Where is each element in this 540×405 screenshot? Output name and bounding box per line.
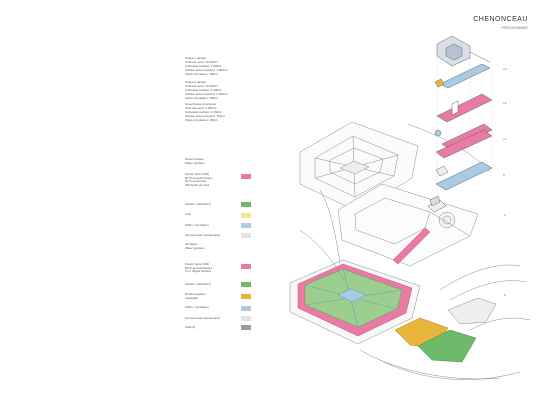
legend-swatch xyxy=(241,316,251,321)
legend-label: Services and maintenance xyxy=(185,316,221,320)
phase-notes-3: Greenhouse & terraces Total site area: 4… xyxy=(185,102,225,122)
legend-label: Fruit xyxy=(185,212,191,216)
phase-notes-1: Phase 1 garden Total site area: 12 000m²… xyxy=(185,56,228,76)
building-level-2 xyxy=(434,63,491,89)
level-label: +9 xyxy=(503,67,507,71)
level-label: +3 xyxy=(503,137,507,141)
legend-swatch xyxy=(241,294,251,299)
legend-heading: Orchards Water gardens xyxy=(185,242,205,250)
service-block xyxy=(447,297,497,325)
legend-label: Garden maintained xyxy=(185,202,211,206)
legend-label: Flower beds (300) 50 % annual flowers 2 … xyxy=(185,262,213,274)
project-subtitle: PROGRAMME xyxy=(501,25,528,30)
legend-label: Rooftop garden vegetable xyxy=(185,292,206,300)
orchard-plot xyxy=(417,329,477,363)
level-label: +6 xyxy=(503,101,507,105)
level-label: 0 xyxy=(503,173,505,177)
building-level-6 xyxy=(435,161,493,191)
legend-label: Paths / circulation xyxy=(185,223,209,227)
legend-label: Flower beds (300) 50 % annual flowers 50… xyxy=(185,172,213,187)
legend-label: Garden maintained xyxy=(185,282,211,286)
building-level-3 xyxy=(436,93,493,123)
legend-label: Paths / circulation xyxy=(185,305,209,309)
project-title: CHENONCEAU xyxy=(473,16,528,23)
legend-swatch xyxy=(241,223,251,228)
legend-swatch xyxy=(241,213,251,218)
legend-swatch xyxy=(241,233,251,238)
legend-swatch xyxy=(241,202,251,207)
building-level-ground xyxy=(427,195,447,213)
legend-swatch xyxy=(241,282,251,287)
legend-swatch xyxy=(241,325,251,330)
legend-label: Services and maintenance xyxy=(185,233,221,237)
phase-notes-2: Phase 2 garden Total site area: 12 000m²… xyxy=(185,80,228,100)
legend-swatch xyxy=(241,264,251,269)
building-level-top xyxy=(436,35,491,67)
level-label: -6 xyxy=(503,293,506,297)
legend-swatch xyxy=(241,306,251,311)
legend-swatch xyxy=(241,174,251,179)
pink-path xyxy=(392,227,431,265)
level-label: -3 xyxy=(503,213,506,217)
building-level-5 xyxy=(435,129,493,159)
legend-label: Parking xyxy=(185,325,196,329)
legend-heading: Green spaces Water gardens xyxy=(185,157,205,165)
